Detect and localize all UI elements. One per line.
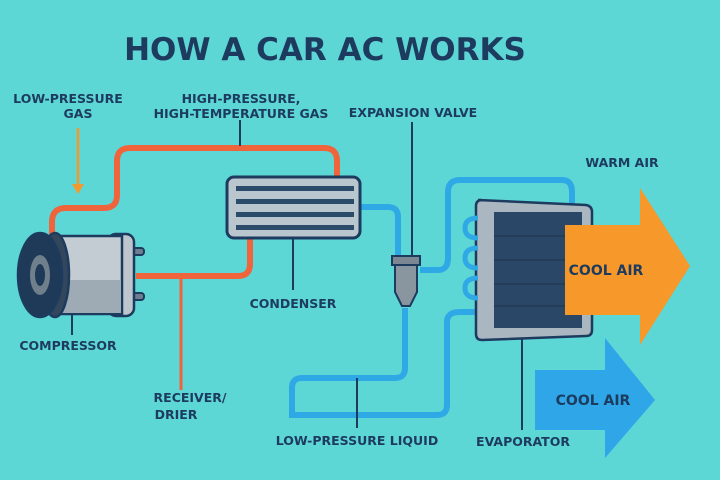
receiver-drier-label: RECEIVER/	[154, 390, 227, 405]
low-pressure-gas-label: LOW-PRESSURE	[13, 91, 123, 106]
low-pressure-liquid-pipe	[289, 308, 476, 418]
warm-to-cool-air-arrow	[565, 188, 690, 345]
warm-air-label: WARM AIR	[585, 155, 659, 170]
high-pressure-pipe	[49, 145, 340, 238]
expansion-valve	[391, 255, 421, 307]
condenser-to-valve-pipe	[360, 204, 401, 256]
expansion-valve-label: EXPANSION VALVE	[349, 105, 477, 120]
compressor-to-condenser-pipe	[136, 237, 253, 279]
condenser-label: CONDENSER	[250, 296, 337, 311]
coil-icon	[462, 215, 479, 241]
arrow-down-icon	[72, 184, 84, 194]
cool-air-label-blue: COOL AIR	[556, 393, 631, 409]
evaporator	[462, 198, 594, 342]
evaporator-label: EVAPORATOR	[476, 434, 570, 449]
compressor	[16, 231, 145, 319]
high-pressure-gas-label: HIGH-PRESSURE,	[182, 91, 301, 106]
high-pressure-gas-label: HIGH-TEMPERATURE GAS	[154, 106, 329, 121]
condenser	[225, 175, 362, 240]
compressor-label: COMPRESSOR	[19, 338, 117, 353]
cool-air-arrow	[535, 338, 655, 458]
coil-icon	[462, 245, 479, 271]
low-pressure-liquid-label: LOW-PRESSURE LIQUID	[276, 433, 438, 448]
diagram-title: HOW A CAR AC WORKS	[124, 32, 526, 68]
cool-air-label-orange: COOL AIR	[569, 263, 644, 279]
valve-to-evaporator-pipe	[420, 177, 575, 273]
receiver-drier-label: DRIER	[155, 407, 198, 422]
coil-icon	[462, 275, 479, 301]
low-pressure-gas-label: GAS	[64, 106, 93, 121]
